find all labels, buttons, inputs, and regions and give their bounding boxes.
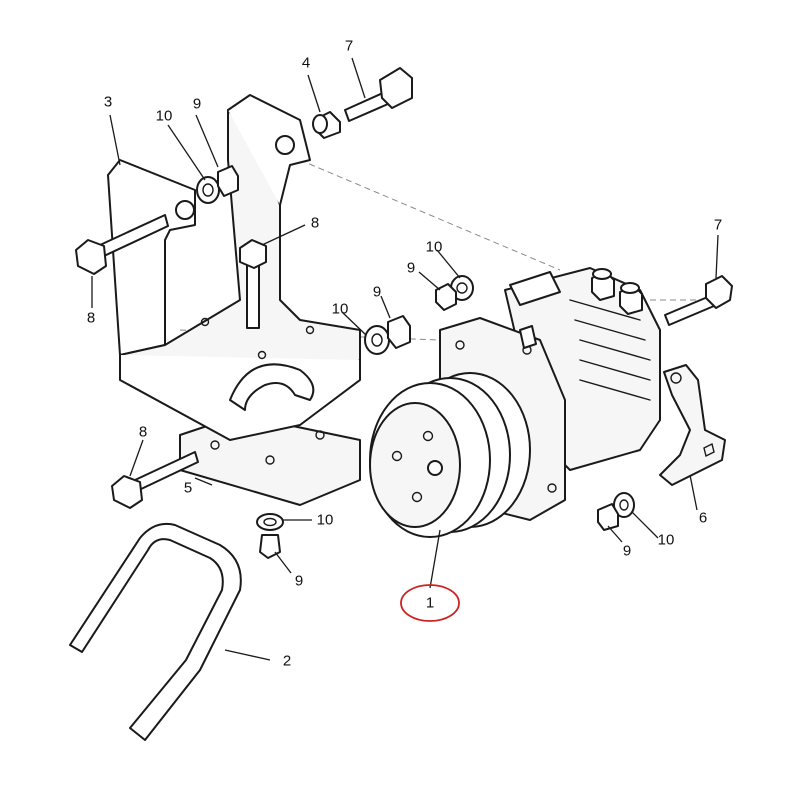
callout-5: 5	[184, 480, 192, 497]
callout-10-base: 10	[317, 512, 334, 529]
callout-9-base: 9	[295, 573, 303, 590]
part-1-highlight-ring	[400, 584, 460, 622]
callout-3: 3	[104, 94, 112, 111]
washer-nut-set-center	[364, 315, 411, 355]
callout-10-center: 10	[332, 301, 349, 318]
callout-8-center: 8	[311, 215, 319, 232]
compressor	[369, 267, 661, 538]
callout-7-right: 7	[714, 217, 722, 234]
callout-10-bracket: 10	[156, 108, 173, 125]
bolt-left-upper	[75, 214, 169, 275]
washer-nut-set-right	[597, 492, 635, 531]
bolt-center-vertical	[239, 239, 267, 329]
bolt-left-lower	[111, 451, 199, 509]
callout-labels: 1 2 3 4 5 6 7 7 8 8 8 9 9 9 9 9 10 10 10…	[87, 38, 722, 670]
washer-nut-set-base	[256, 513, 284, 559]
bolt-top	[344, 67, 413, 122]
callout-8-lower: 8	[139, 424, 147, 441]
mounting-bracket	[107, 94, 361, 441]
callout-7-top: 7	[345, 38, 353, 55]
bolt-right	[664, 275, 733, 326]
callout-4: 4	[302, 55, 310, 72]
washer-nut-set-bracket	[196, 165, 239, 204]
callout-6: 6	[699, 510, 707, 527]
callout-2: 2	[283, 653, 291, 670]
callout-9-bracket: 9	[193, 96, 201, 113]
rear-bracket	[659, 364, 726, 486]
callout-8-left: 8	[87, 310, 95, 327]
callout-1: 1	[426, 595, 434, 612]
callout-9-upper: 9	[407, 260, 415, 277]
washer-nut-set-upper	[435, 275, 474, 311]
callout-10-upper: 10	[426, 239, 443, 256]
spacer	[312, 111, 341, 139]
leader-lines	[91, 57, 719, 661]
callout-10-right: 10	[658, 532, 675, 549]
callout-9-right: 9	[623, 543, 631, 560]
callout-9-center: 9	[373, 284, 381, 301]
drive-belt	[69, 522, 242, 741]
